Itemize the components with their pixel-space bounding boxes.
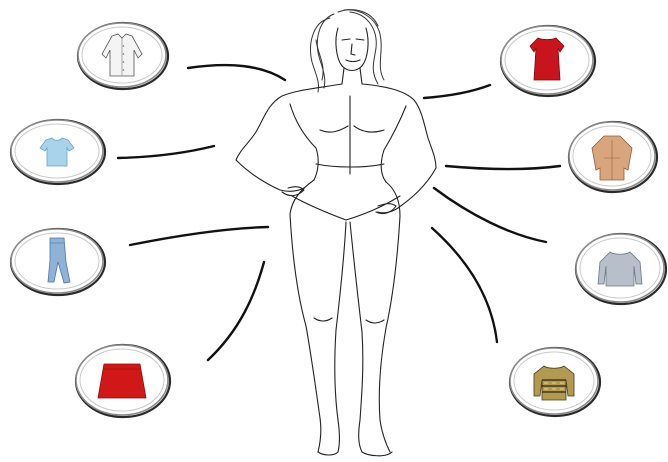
item-white-shirt[interactable] [78,23,168,89]
fashion-figure-icon [236,10,436,456]
item-beige-coat[interactable] [569,122,657,192]
red-skirt-icon [98,364,146,398]
connector-lines [118,65,560,360]
connector-line [208,262,264,360]
connector-line [130,227,268,245]
item-grey-sweater[interactable] [576,234,666,304]
item-blue-tshirt[interactable] [11,120,105,184]
connector-line [424,85,490,98]
grey-sweater-icon [598,252,642,286]
patterned-sweater-icon [534,366,574,400]
item-patterned-sweater[interactable] [510,348,600,416]
connector-line [188,65,285,80]
item-jeans[interactable] [11,229,105,295]
connector-line [446,166,560,169]
red-dress-icon [530,38,564,80]
item-red-dress[interactable] [501,26,595,96]
connector-line [434,188,546,242]
connector-line [432,228,497,342]
item-red-skirt[interactable] [76,345,170,417]
connector-line [118,146,214,158]
